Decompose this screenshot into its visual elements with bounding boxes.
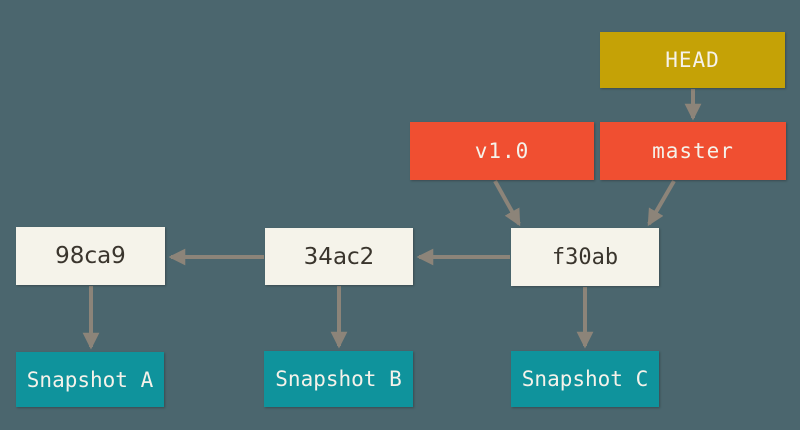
branch-master-box: master [600, 122, 786, 180]
snapshot-a-label: Snapshot A [26, 367, 154, 392]
tag-v1-0-box: v1.0 [410, 122, 594, 180]
edge-master-to-f30ab [647, 179, 676, 227]
snapshot-c-label: Snapshot C [521, 367, 649, 391]
commit-34ac2-box: 34ac2 [265, 228, 413, 285]
commit-98ca9-label: 98ca9 [55, 243, 126, 269]
snapshot-a-box: Snapshot A [16, 352, 164, 407]
commit-f30ab-label: f30ab [551, 244, 619, 270]
snapshot-b-label: Snapshot B [275, 367, 402, 391]
commit-98ca9-box: 98ca9 [16, 227, 165, 285]
snapshot-b-box: Snapshot B [264, 351, 413, 407]
snapshot-c-box: Snapshot C [511, 351, 659, 407]
head-pointer-box: HEAD [600, 32, 785, 88]
commit-f30ab-box: f30ab [511, 228, 659, 286]
tag-v1-0-label: v1.0 [474, 139, 530, 163]
branch-master-label: master [652, 139, 734, 163]
commit-34ac2-label: 34ac2 [303, 243, 375, 270]
edge-v1-0-to-f30ab [493, 180, 521, 227]
head-pointer-label: HEAD [665, 48, 720, 72]
